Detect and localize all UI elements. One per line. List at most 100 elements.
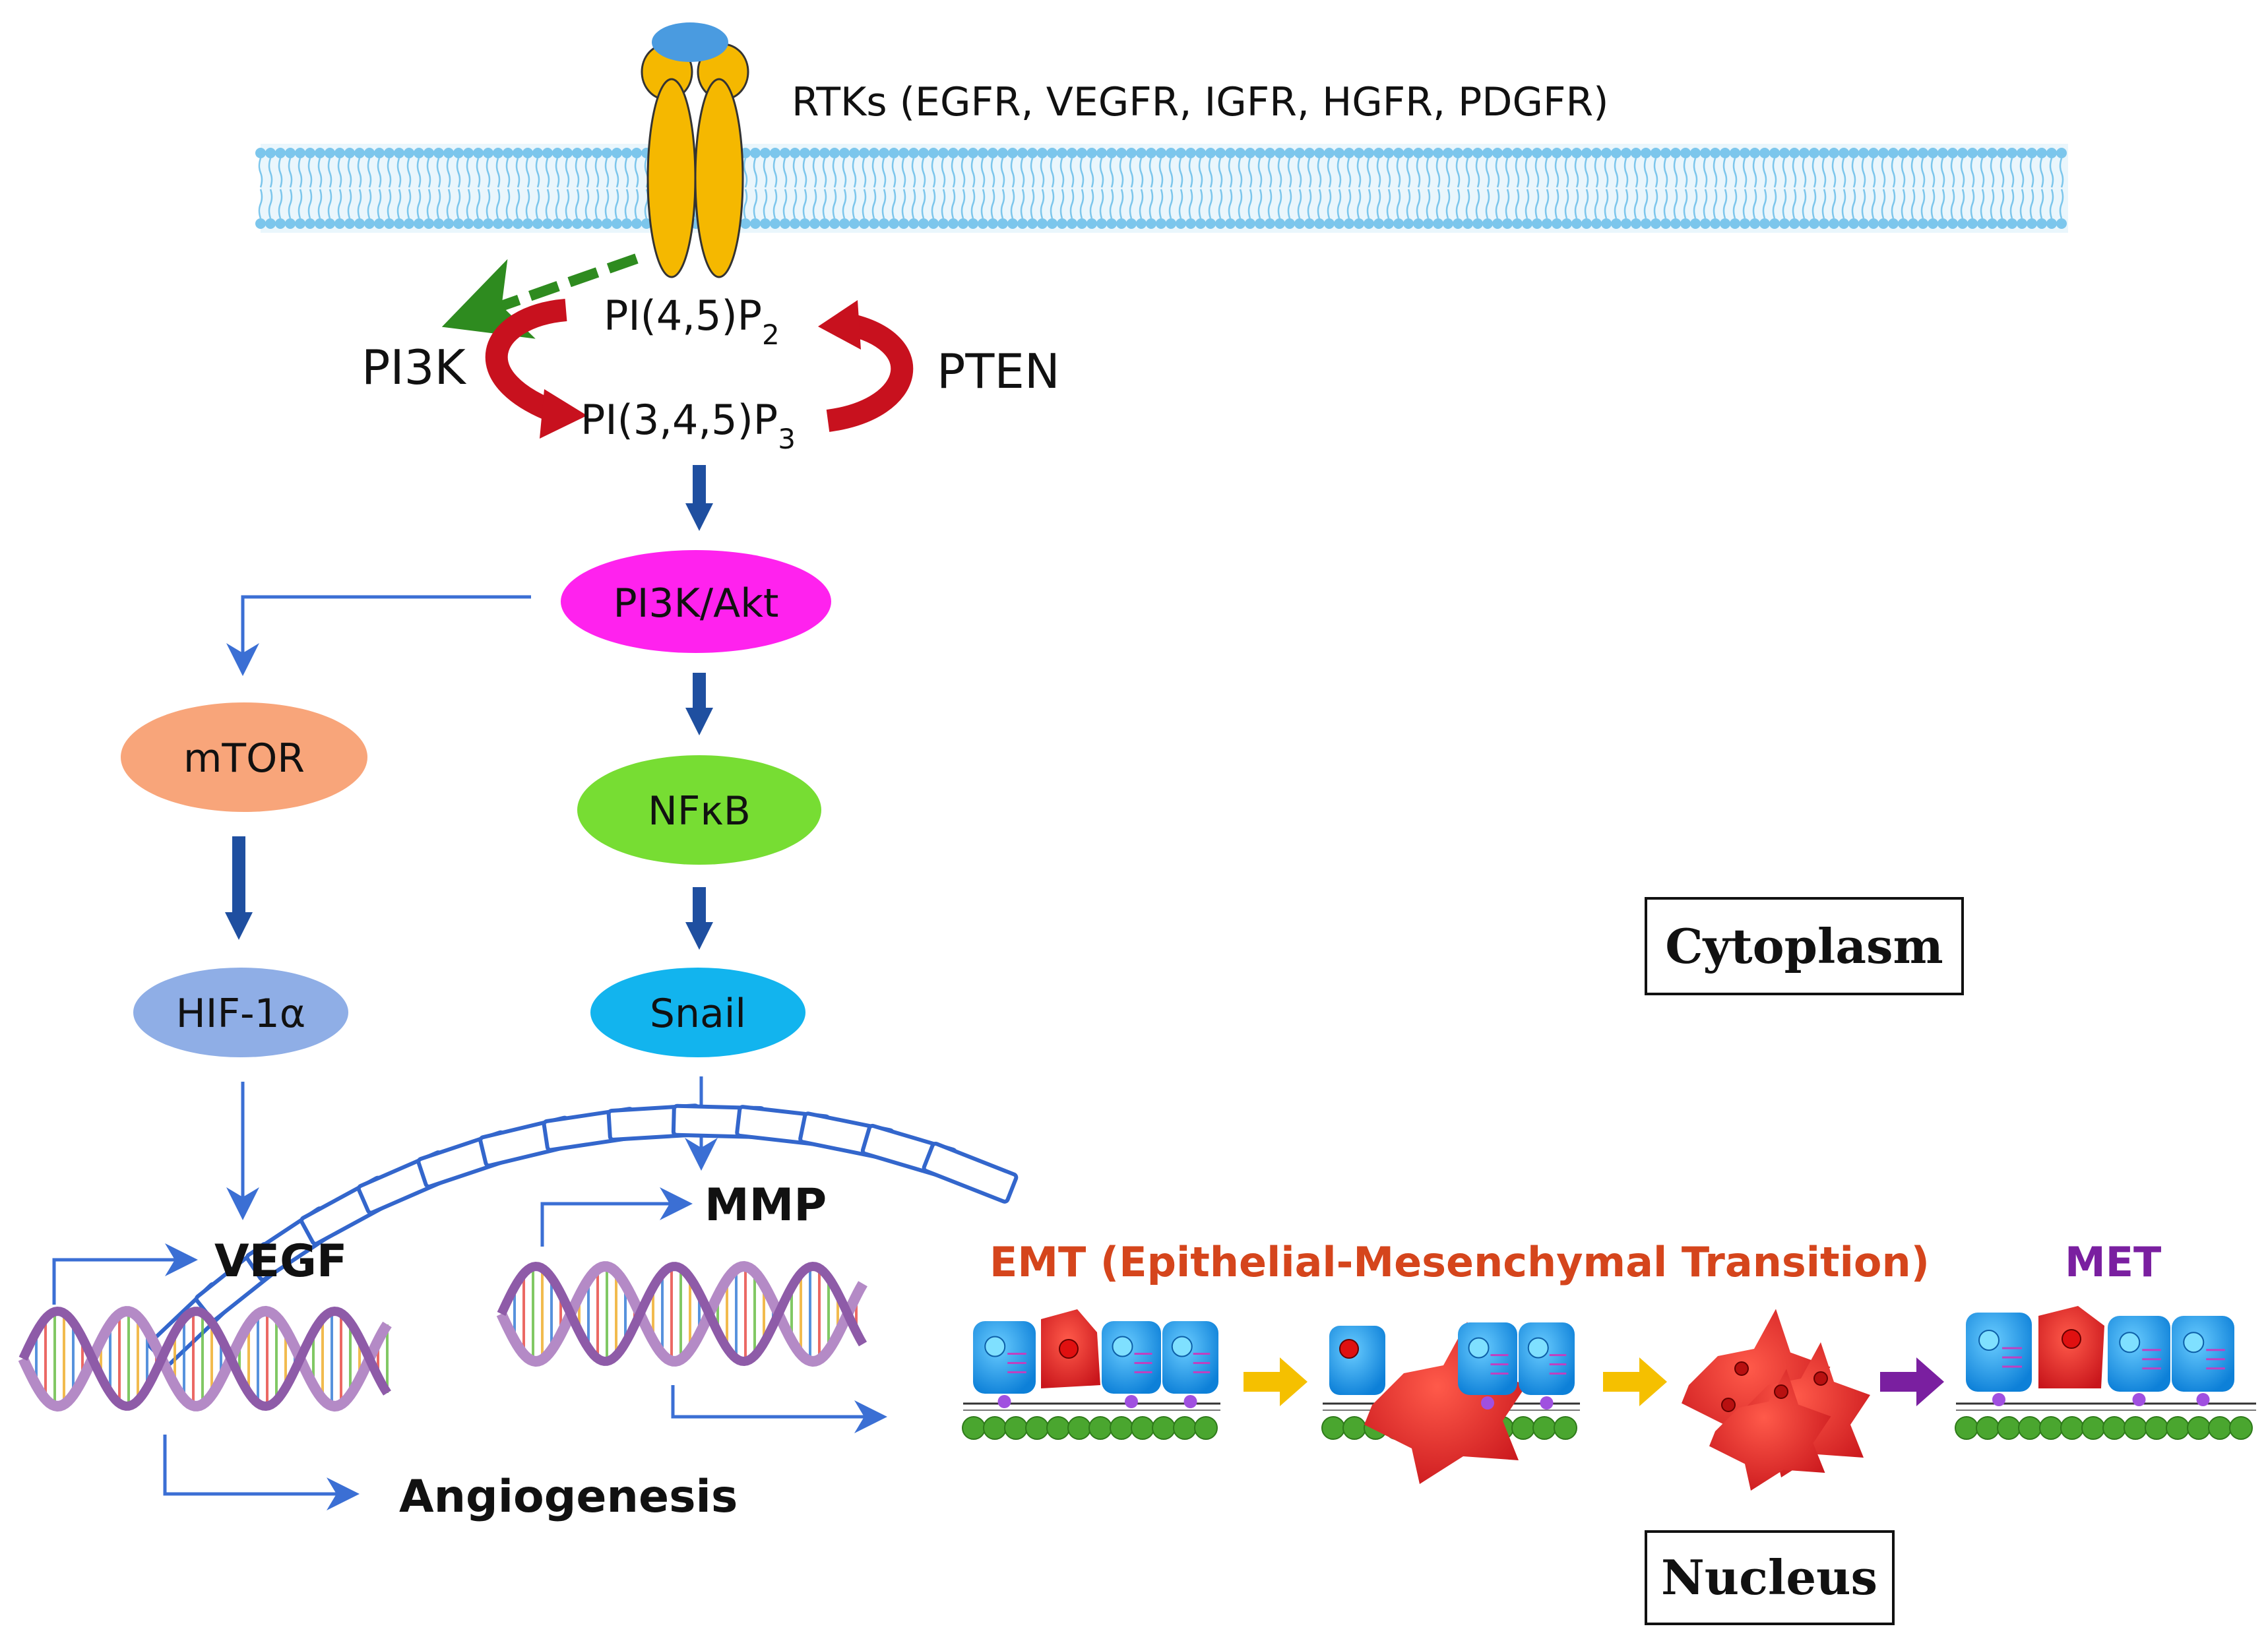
lipid-head (2056, 148, 2067, 158)
basement-bead (1511, 1416, 1535, 1440)
lipid-tail (1139, 189, 1144, 219)
lipid-tail (1099, 158, 1104, 188)
lipid-head (1166, 218, 1176, 229)
lipid-head (1265, 148, 1275, 158)
lipid-tail (446, 158, 451, 188)
lipid-tail (1346, 158, 1352, 188)
lipid-tail (980, 158, 986, 188)
lipid-tail (298, 189, 303, 219)
lipid-tail (584, 189, 590, 219)
lipid-tail (565, 189, 570, 219)
basement-bead (2145, 1416, 2168, 1440)
lipid-tail (357, 158, 362, 188)
basement-bead (1173, 1416, 1197, 1440)
lipid-tail (1317, 189, 1322, 219)
lipid-head (1364, 218, 1374, 229)
lipid-tail (1337, 189, 1342, 219)
node-pi3k-akt: PI3K/Akt (561, 550, 831, 653)
lipid-head (1839, 218, 1849, 229)
lipid-tail (881, 189, 887, 219)
lipid-head (1759, 218, 1770, 229)
lipid-tail (871, 158, 877, 188)
lipid-tail (1713, 158, 1718, 188)
lipid-tail (1901, 189, 1906, 219)
lipid-tail (525, 189, 530, 219)
lipid-head (1294, 148, 1305, 158)
lipid-tail (436, 189, 441, 219)
lipid-tail (555, 158, 560, 188)
lipid-head (1195, 148, 1206, 158)
lipid-head (612, 218, 622, 229)
lipid-tail (1287, 189, 1292, 219)
lipid-tail (1970, 189, 1975, 219)
lipid-head (988, 148, 998, 158)
cell-adhesion (1125, 1395, 1138, 1408)
lipid-tail (1653, 158, 1658, 188)
lipid-tail (1525, 189, 1530, 219)
lipid-tail (575, 189, 580, 219)
dna-helix-mmp (496, 1260, 867, 1367)
lipid-head (1275, 148, 1285, 158)
lipid-head (344, 148, 355, 158)
lipid-head (602, 218, 612, 229)
basement-bead (2018, 1416, 2042, 1440)
receptor-to-pi3k-dashed-arrow (441, 253, 639, 339)
cell-adhesion (2196, 1393, 2210, 1406)
lipid-head (1651, 218, 1661, 229)
lipid-tail (1643, 158, 1649, 188)
lipid-tail (327, 189, 332, 219)
lipid-head (532, 148, 543, 158)
lipid-tail (436, 158, 441, 188)
lipid-tail (545, 189, 550, 219)
lipid-head (354, 218, 365, 229)
lipid-tail (1000, 158, 1005, 188)
lipid-head (1354, 148, 1364, 158)
lipid-head (1106, 148, 1117, 158)
lipid-head (1789, 148, 1800, 158)
lipid-head (1284, 218, 1295, 229)
lipid-head (849, 148, 860, 158)
lipid-tail (1465, 158, 1470, 188)
lipid-tail (327, 158, 332, 188)
lipid-tail (1841, 158, 1846, 188)
lipid-head (1858, 148, 1869, 158)
lipid-tail (1069, 158, 1075, 188)
lipid-head (1383, 218, 1394, 229)
lipid-tail (1149, 189, 1154, 219)
lipid-tail (1821, 189, 1827, 219)
lipid-head (1433, 218, 1443, 229)
lipid-tail (1089, 158, 1094, 188)
lipid-tail (1623, 189, 1629, 219)
lipid-tail (565, 158, 570, 188)
lipid-head (1185, 148, 1196, 158)
lipid-tail (1455, 158, 1461, 188)
lipid-tail (1683, 158, 1688, 188)
lipid-tail (1188, 158, 1193, 188)
lipid-tail (2049, 189, 2054, 219)
lipid-head (621, 218, 632, 229)
lipid-tail (1732, 158, 1738, 188)
lipid-tail (1198, 189, 1203, 219)
lipid-tail (1881, 158, 1886, 188)
lipid-head (948, 218, 959, 229)
lipid-head (1997, 218, 2007, 229)
lipid-tail (1020, 158, 1025, 188)
lipid-tail (1356, 189, 1362, 219)
lipid-tail (1663, 158, 1668, 188)
lipid-head (1571, 218, 1582, 229)
lipid-head (275, 148, 286, 158)
lipid-tail (2000, 158, 2005, 188)
lipid-tail (782, 158, 788, 188)
lipid-tail (505, 189, 511, 219)
lipid-tail (1297, 189, 1302, 219)
lipid-head (1611, 148, 1622, 158)
lipid-tail (288, 189, 293, 219)
lipid-tail (515, 189, 520, 219)
lipid-tail (842, 189, 847, 219)
lipid-head (1601, 218, 1612, 229)
lipid-head (354, 148, 365, 158)
lipid-head (1284, 148, 1295, 158)
lipid-tail (1396, 158, 1401, 188)
lipid-head (285, 148, 296, 158)
lipid-head (1304, 218, 1315, 229)
